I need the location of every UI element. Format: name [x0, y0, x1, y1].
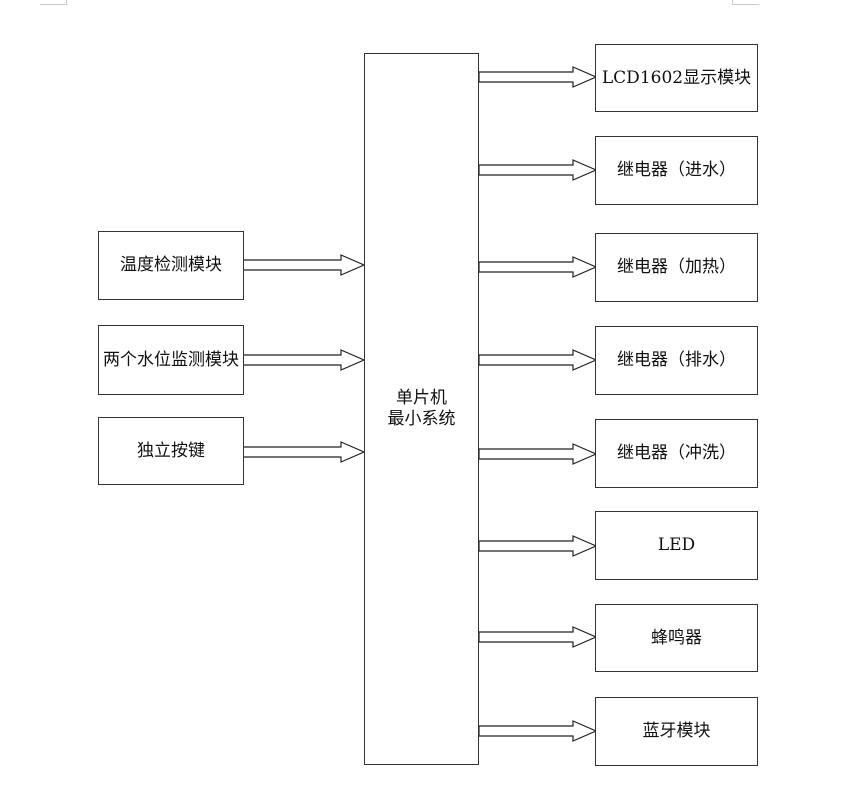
output-block-relay-flush: 继电器（冲洗） [595, 419, 758, 488]
arrow-output-relay-heat [478, 256, 598, 278]
output-label: 蓝牙模块 [642, 721, 711, 741]
arrow-output-relay-flush [478, 443, 598, 465]
output-label: 继电器（冲洗） [617, 443, 736, 463]
page-corner-mark-left [40, 0, 67, 5]
input-block-keys: 独立按键 [98, 417, 244, 485]
input-label: 独立按键 [137, 440, 205, 461]
output-block-relay-heat: 继电器（加热） [595, 233, 758, 302]
arrow-output-lcd [478, 66, 598, 88]
arrow-input-temperature [242, 254, 366, 276]
output-label: 蜂鸣器 [651, 627, 702, 648]
output-label: 继电器（进水） [617, 160, 736, 180]
mcu-minimum-system-block: 单片机 最小系统 [364, 53, 479, 765]
input-label: 温度检测模块 [120, 255, 222, 275]
input-block-water-level: 两个水位监测模块 [98, 325, 244, 395]
output-label: LCD1602显示模块 [601, 67, 752, 88]
arrow-output-bluetooth [478, 720, 598, 742]
output-label: LED [657, 535, 696, 555]
arrow-output-relay-drain [478, 349, 598, 371]
arrow-output-buzzer [478, 626, 598, 648]
output-block-led: LED [595, 511, 758, 580]
output-block-buzzer: 蜂鸣器 [595, 604, 758, 672]
output-block-relay-drain: 继电器（排水） [595, 326, 758, 395]
arrow-output-relay-inlet [478, 159, 598, 181]
page-corner-mark-right [732, 0, 759, 5]
mcu-label-line2: 最小系统 [387, 409, 456, 429]
output-block-relay-inlet: 继电器（进水） [595, 136, 758, 205]
input-label: 两个水位监测模块 [103, 349, 239, 370]
output-block-bluetooth: 蓝牙模块 [595, 697, 758, 766]
input-block-temperature: 温度检测模块 [98, 231, 244, 300]
arrow-input-water-level [242, 349, 366, 371]
arrow-output-led [478, 535, 598, 557]
arrow-input-keys [242, 441, 366, 463]
output-label: 继电器（加热） [617, 257, 736, 277]
output-label: 继电器（排水） [617, 350, 736, 370]
mcu-label-line1: 单片机 [396, 388, 447, 408]
output-block-lcd: LCD1602显示模块 [595, 44, 758, 112]
